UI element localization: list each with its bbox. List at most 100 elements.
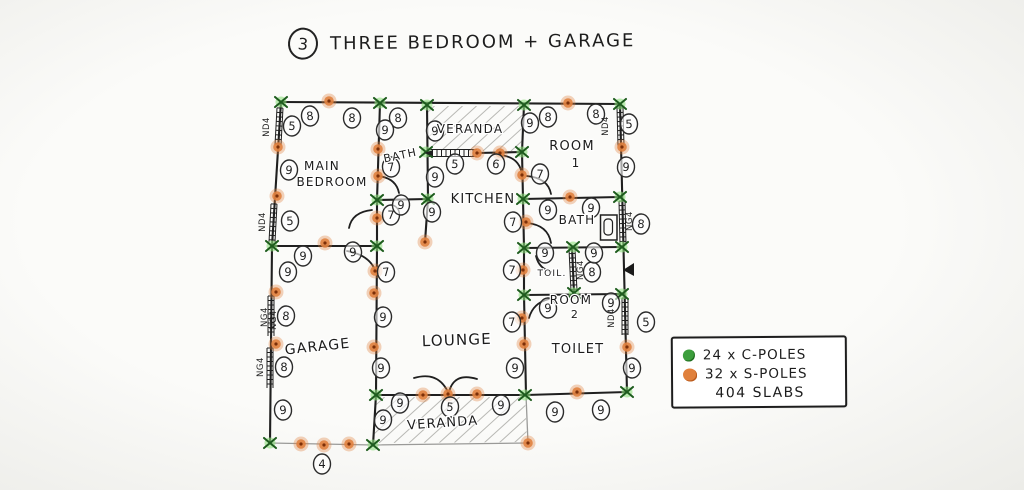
svg-text:9: 9 xyxy=(431,124,439,138)
c-pole-swatch-icon xyxy=(682,349,695,362)
count-badge: 8 xyxy=(388,107,408,129)
room-label-lounge: LOUNGE xyxy=(421,330,492,350)
count-badge: 9 xyxy=(491,394,511,416)
count-badge: 8 xyxy=(276,305,296,327)
s-pole xyxy=(269,188,285,204)
room-label-bath: BATH xyxy=(559,213,596,227)
wall-hatch-bar xyxy=(568,248,578,292)
c-pole xyxy=(515,192,531,206)
c-pole xyxy=(369,239,385,253)
count-badge: 9 xyxy=(581,197,601,219)
room-label-veranda: VERANDA xyxy=(407,414,479,434)
c-pole xyxy=(365,438,381,452)
svg-text:9: 9 xyxy=(541,246,548,260)
s-pole xyxy=(520,435,536,451)
c-pole xyxy=(368,388,384,402)
svg-text:9: 9 xyxy=(279,403,288,418)
count-badge: 8 xyxy=(342,107,362,129)
count-badge: 9 xyxy=(279,159,299,181)
s-pole xyxy=(514,167,530,183)
count-badge: 7 xyxy=(502,311,522,333)
room-label-garage: GARAGE xyxy=(284,336,351,359)
s-pole xyxy=(469,386,485,402)
count-badge: 9 xyxy=(425,166,445,188)
wall-hatch-bar xyxy=(266,347,274,388)
s-pole xyxy=(614,139,630,155)
title-text: THREE BEDROOM + GARAGE xyxy=(329,29,636,54)
svg-text:5: 5 xyxy=(451,157,459,171)
room-label-room: ROOM xyxy=(550,293,592,307)
count-badge: 7 xyxy=(503,211,523,233)
count-badge: 8 xyxy=(586,103,606,125)
count-badge: 7 xyxy=(502,259,522,281)
svg-text:9: 9 xyxy=(381,123,389,137)
room-label-2: 2 xyxy=(571,308,579,321)
svg-text:5: 5 xyxy=(625,117,633,131)
s-pole xyxy=(370,141,386,157)
svg-text:8: 8 xyxy=(394,111,403,126)
c-pole xyxy=(262,436,278,450)
svg-text:9: 9 xyxy=(397,198,405,212)
wall-type-label: NG4 xyxy=(576,260,586,280)
count-badge: 6 xyxy=(486,153,506,175)
door-arc xyxy=(448,376,478,393)
svg-text:8: 8 xyxy=(592,107,600,121)
title-index-circle: 3 xyxy=(286,26,320,62)
count-badge: 5 xyxy=(440,396,460,418)
s-pole xyxy=(562,189,578,205)
count-badge: 9 xyxy=(520,112,540,134)
s-pole xyxy=(415,387,431,403)
page-title: 3 THREE BEDROOM + GARAGE xyxy=(286,24,636,62)
door-arc xyxy=(348,209,373,229)
svg-text:9: 9 xyxy=(379,413,388,428)
room-label-main: MAIN xyxy=(304,159,340,173)
svg-text:9: 9 xyxy=(590,246,599,261)
room-label-bedroom: BEDROOM xyxy=(296,175,367,189)
count-badge: 5 xyxy=(280,210,300,232)
legend-row-s-poles: 32 x S-POLES xyxy=(682,365,837,382)
wall-type-label: ND4 xyxy=(258,212,268,232)
s-pole xyxy=(370,168,386,184)
count-badge: 8 xyxy=(631,213,651,235)
svg-text:4: 4 xyxy=(318,457,325,471)
c-pole xyxy=(614,287,630,301)
s-pole xyxy=(317,235,333,251)
svg-text:9: 9 xyxy=(284,265,292,279)
svg-text:8: 8 xyxy=(637,217,646,232)
legend: 24 x C-POLES 32 x S-POLES 404 SLABS xyxy=(670,335,848,409)
wall-type-label: NG4 xyxy=(260,307,270,327)
c-pole xyxy=(614,240,630,254)
wall-hatch-bar xyxy=(268,203,278,243)
count-badge: 9 xyxy=(371,357,391,379)
s-pole xyxy=(321,93,337,109)
svg-text:5: 5 xyxy=(286,214,294,228)
count-badge: 9 xyxy=(278,261,298,283)
svg-text:7: 7 xyxy=(387,208,395,222)
c-pole xyxy=(514,145,530,159)
cursor-icon xyxy=(623,263,634,276)
s-pole xyxy=(417,234,433,250)
svg-text:9: 9 xyxy=(285,163,294,178)
s-pole xyxy=(316,437,332,453)
count-badge: 7 xyxy=(381,156,401,178)
count-badge: 9 xyxy=(538,199,558,221)
c-pole xyxy=(516,98,532,112)
svg-text:9: 9 xyxy=(551,405,559,419)
count-badge: 9 xyxy=(584,242,604,264)
room-label-toilet: TOILET xyxy=(551,342,605,357)
svg-text:9: 9 xyxy=(396,396,405,411)
svg-text:8: 8 xyxy=(280,360,288,374)
room-label-1: 1 xyxy=(572,156,581,170)
count-badge: 9 xyxy=(373,306,393,328)
svg-text:9: 9 xyxy=(299,249,306,263)
c-pole xyxy=(369,193,385,207)
legend-row-c-poles: 24 x C-POLES xyxy=(682,346,837,363)
count-badge: 8 xyxy=(274,356,294,378)
count-badge: 5 xyxy=(636,311,656,333)
c-pole xyxy=(372,96,388,110)
svg-text:9: 9 xyxy=(628,361,636,375)
s-pole xyxy=(569,384,585,400)
count-badge: 9 xyxy=(545,401,565,423)
count-badge: 9 xyxy=(375,119,395,141)
c-pole xyxy=(565,240,581,254)
